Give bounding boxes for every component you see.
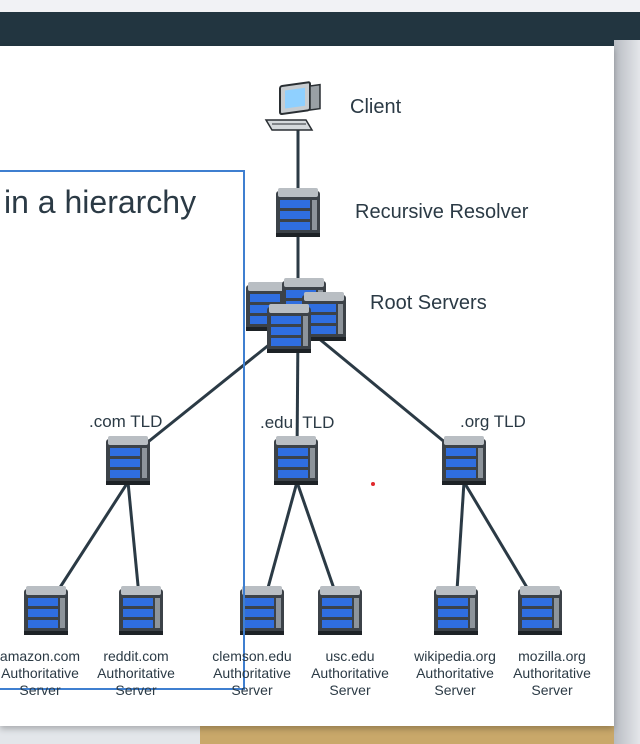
browser-top-bar xyxy=(0,0,640,12)
auth-domain: reddit.com xyxy=(103,648,169,664)
server-stack-icon xyxy=(246,278,346,353)
server-stack-icon xyxy=(274,436,318,485)
auth-server-label: usc.edu Authoritative Server xyxy=(300,648,400,699)
server-stack-icon xyxy=(276,188,320,237)
auth-domain: usc.edu xyxy=(325,648,375,664)
server-stack-icon xyxy=(518,586,562,635)
auth-domain: amazon.com xyxy=(0,648,81,664)
auth-type: Server xyxy=(19,682,61,698)
auth-server-label: clemson.edu Authoritative Server xyxy=(202,648,302,699)
slide: l in a hierarchy Client Recursive Resolv… xyxy=(0,46,614,726)
auth-role: Authoritative xyxy=(97,665,175,681)
server-stack-icon xyxy=(442,436,486,485)
auth-domain: mozilla.org xyxy=(518,648,586,664)
auth-role: Authoritative xyxy=(1,665,79,681)
slide-shadow xyxy=(614,40,640,744)
highlight-box xyxy=(0,170,245,690)
com-tld-label: .com TLD xyxy=(89,412,163,431)
edu-tld-label: .edu TLD xyxy=(260,413,335,432)
dns-hierarchy-diagram xyxy=(24,81,562,635)
auth-server-label: reddit.com Authoritative Server xyxy=(86,648,186,699)
auth-domain: clemson.edu xyxy=(212,648,292,664)
slide-heading: l in a hierarchy xyxy=(0,184,197,220)
server-stack-icon xyxy=(434,586,478,635)
auth-type: Server xyxy=(434,682,476,698)
server-stack-icon xyxy=(240,586,284,635)
auth-type: Server xyxy=(531,682,573,698)
auth-type: Server xyxy=(115,682,157,698)
auth-server-label: wikipedia.org Authoritative Server xyxy=(405,648,505,699)
server-stack-icon xyxy=(318,586,362,635)
auth-server-label: amazon.com Authoritative Server xyxy=(0,648,90,699)
auth-role: Authoritative xyxy=(213,665,291,681)
org-tld-label: .org TLD xyxy=(460,412,526,431)
auth-type: Server xyxy=(329,682,371,698)
auth-role: Authoritative xyxy=(416,665,494,681)
resolver-label: Recursive Resolver xyxy=(355,201,529,223)
auth-role: Authoritative xyxy=(311,665,389,681)
computer-icon xyxy=(264,81,321,131)
laser-pointer-dot xyxy=(371,482,375,486)
auth-type: Server xyxy=(231,682,273,698)
auth-role: Authoritative xyxy=(513,665,591,681)
auth-server-label: mozilla.org Authoritative Server xyxy=(502,648,602,699)
auth-domain: wikipedia.org xyxy=(414,648,496,664)
root-servers-label: Root Servers xyxy=(370,292,487,314)
client-label: Client xyxy=(350,96,402,118)
